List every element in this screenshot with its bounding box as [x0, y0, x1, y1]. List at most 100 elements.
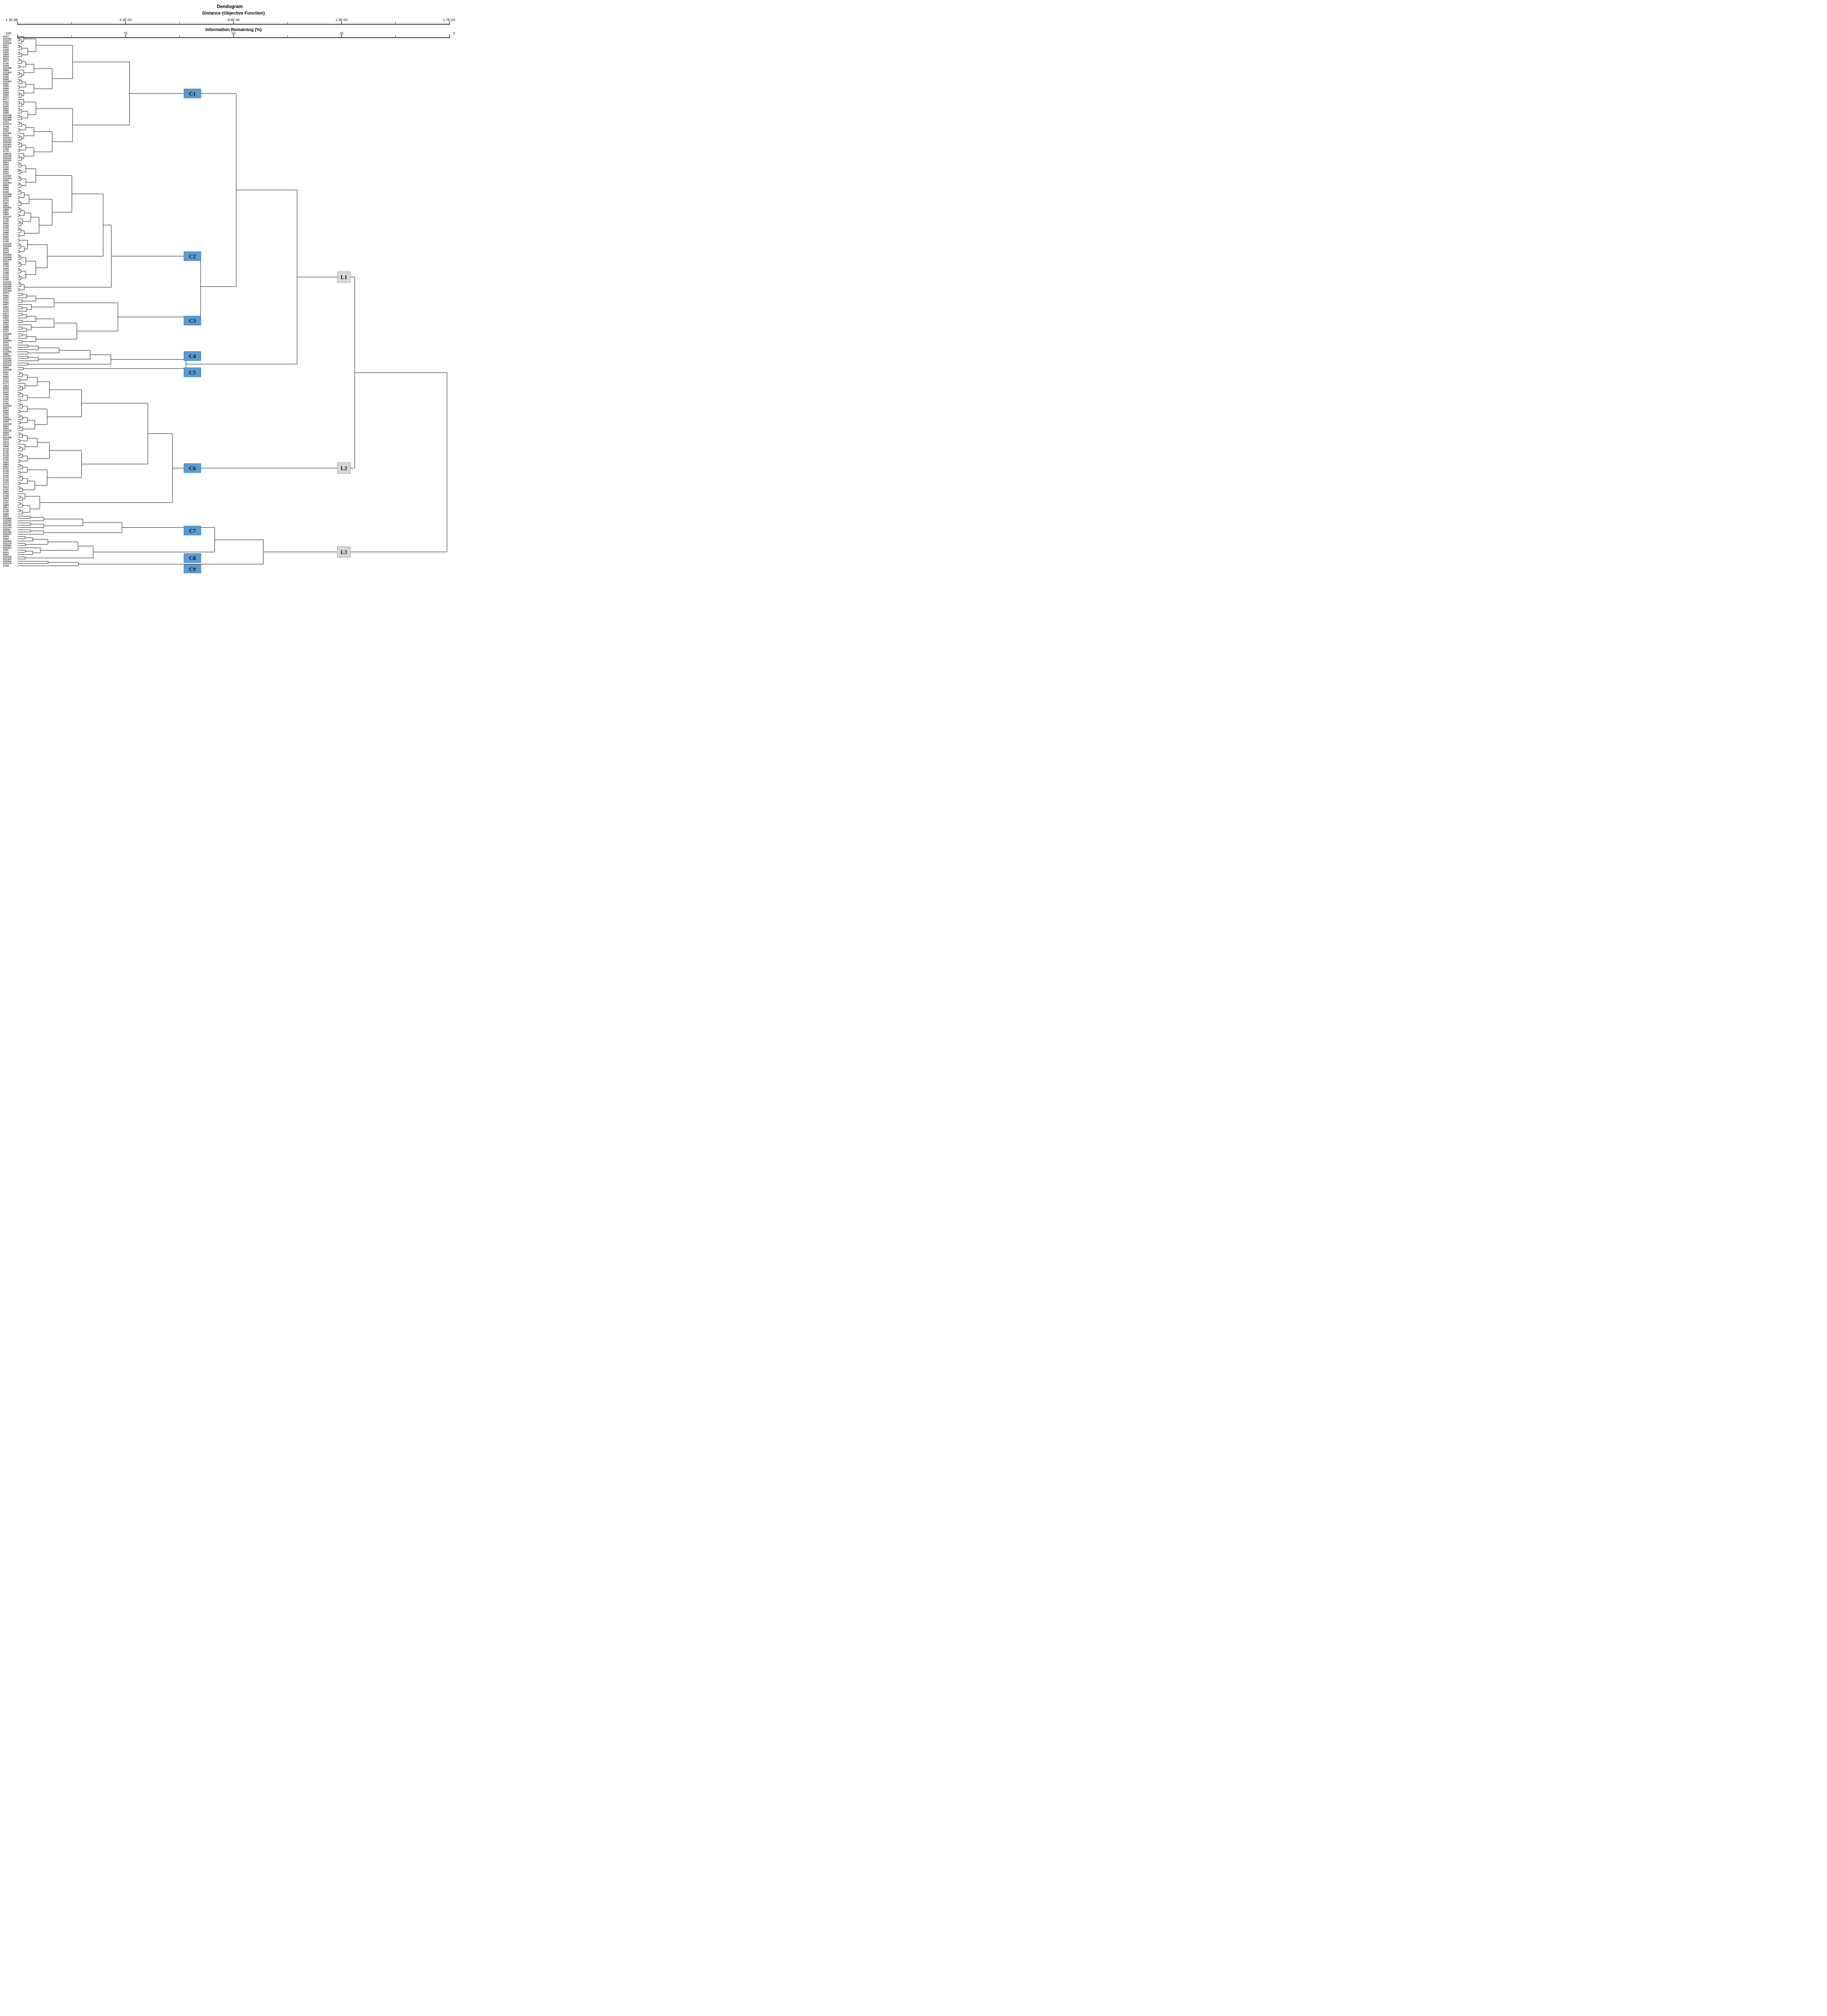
leaf-label: A563	[3, 385, 9, 387]
leaf-label: A22401	[3, 144, 12, 146]
leaf-label: A677	[3, 60, 9, 63]
link-box-l1: L1	[337, 271, 351, 283]
cluster-box-c3: C3	[183, 316, 201, 325]
leaf-label: A761	[3, 324, 9, 326]
leaf-labels: A537A22353A22377A22356A619A661A538A545A5…	[3, 35, 12, 567]
leaf-label: A784	[3, 225, 9, 227]
leaf-label: A22362	[3, 520, 12, 523]
leaf-label: A831	[3, 306, 9, 308]
leaf-label: A725	[3, 250, 9, 252]
leaf-label: A786	[3, 241, 9, 243]
leaf-label: A22356	[3, 42, 12, 45]
cluster-box-c3-label: C3	[189, 318, 196, 324]
leaf-label: A565	[3, 76, 9, 79]
leaf-label: A763	[3, 380, 9, 383]
leaf-label: A584	[3, 87, 9, 90]
leaf-label: A22328	[3, 115, 12, 117]
leaf-label: A22396	[3, 285, 12, 288]
leaf-label: A668	[3, 187, 9, 189]
leaf-label: CHECK	[3, 153, 12, 155]
leaf-label: A22377	[3, 40, 12, 42]
leaf-label: A576	[3, 342, 9, 344]
leaf-label: A22342	[3, 245, 12, 248]
leaf-label: A545	[3, 51, 9, 54]
cluster-box-c2-label: C2	[189, 254, 196, 260]
cluster-box-c2: C2	[183, 251, 201, 261]
leaf-label: A687	[3, 101, 9, 103]
leaf-label: A721	[3, 121, 9, 124]
leaf-label: A22354	[3, 182, 12, 184]
leaf-label: A22361	[3, 419, 12, 421]
leaf-label: A22388	[3, 518, 12, 520]
leaf-label: A676	[3, 441, 9, 444]
leaf-label: A22378	[3, 542, 12, 545]
dendrogram-chart: Dendogram Distance (Objective Function) …	[3, 4, 455, 573]
leaf-label: A753	[3, 482, 9, 484]
leaf-label: A696	[3, 337, 9, 340]
leaf-label: A616	[3, 344, 9, 347]
axis-tick-label: 4.3E-04	[120, 18, 132, 22]
distance-axis-label: Distance (Objective Function)	[202, 11, 265, 16]
leaf-label: A851	[3, 202, 9, 205]
leaf-label: A646	[3, 394, 9, 396]
leaf-label: A581	[3, 90, 9, 92]
leaf-label: A692	[3, 376, 9, 378]
leaf-label: A778	[3, 389, 9, 392]
leaf-label: A695	[3, 421, 9, 423]
leaf-label: A559	[3, 536, 9, 538]
leaf-label: A22353	[3, 38, 12, 40]
leaf-label: A766	[3, 398, 9, 401]
leaf-label: A737	[3, 299, 9, 302]
leaf-label: A22326	[3, 283, 12, 286]
cluster-box-c7-rect	[183, 526, 201, 535]
leaf-label: A817	[3, 313, 9, 315]
leaf-label: A788	[3, 272, 9, 275]
leaf-label: A22324	[3, 157, 12, 160]
leaf-label: A582	[3, 83, 9, 85]
cluster-box-c5: C5	[183, 367, 201, 377]
leaf-label: A697	[3, 297, 9, 299]
leaf-label: A670	[3, 261, 9, 263]
leaf-label: A22392	[3, 405, 12, 408]
leaf-label: A811	[3, 211, 9, 214]
cluster-box-c5-label: C5	[189, 370, 196, 376]
link-box-l3-rect	[337, 546, 351, 558]
axis-tick-label: 50	[232, 31, 236, 35]
leaf-label: A739	[3, 511, 9, 513]
leaf-label: A750	[3, 180, 9, 182]
leaf-label: A741	[3, 234, 9, 236]
leaf-label: A22330	[3, 430, 12, 432]
leaf-label: A22363	[3, 560, 12, 563]
leaf-label: A22348	[3, 369, 12, 371]
leaf-label: A770	[3, 200, 9, 202]
leaf-label: A543	[3, 65, 9, 67]
leaf-label: A783	[3, 220, 9, 223]
leaf-label: A2234	[3, 529, 10, 531]
leaf-label: A560	[3, 538, 9, 540]
leaf-label: A746	[3, 509, 9, 511]
leaf-label: A852	[3, 204, 9, 207]
leaf-label: A562	[3, 427, 9, 430]
leaf-label: A561	[3, 58, 9, 60]
leaf-label: A767	[3, 400, 9, 403]
leaf-label: A22351	[3, 288, 12, 290]
leaf-label: A690	[3, 410, 9, 412]
leaf-label: A738	[3, 479, 9, 482]
chart-title: Dendogram	[217, 4, 243, 9]
leaf-label: A619	[3, 45, 9, 47]
leaf-label: A22352	[3, 358, 12, 360]
leaf-label: A602	[3, 554, 9, 556]
leaf-label: A566	[3, 78, 9, 81]
leaf-label: A742	[3, 218, 9, 221]
leaf-label: A22399	[3, 117, 12, 119]
leaf-label: A801	[3, 491, 9, 493]
leaf-label: A723	[3, 103, 9, 106]
leaf-label: A736	[3, 471, 9, 473]
cluster-box-c5-rect	[183, 367, 201, 377]
leaf-label: A651	[3, 108, 9, 110]
leaf-label: A22398	[3, 437, 12, 439]
leaf-label: A22379	[3, 527, 12, 529]
axis-tick-label: 0	[453, 31, 455, 35]
dendrogram-page: Dendogram Distance (Objective Function) …	[0, 0, 457, 573]
leaf-label: A585	[3, 353, 9, 356]
